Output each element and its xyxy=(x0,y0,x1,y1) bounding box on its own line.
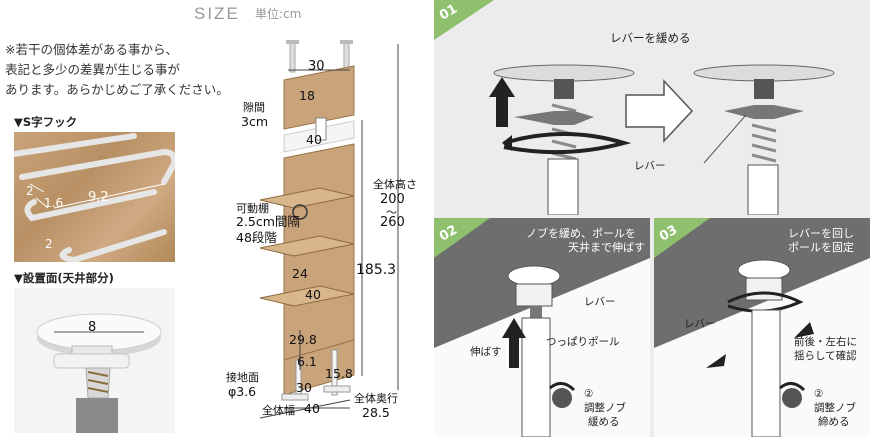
hook-dim-d: 2 xyxy=(45,237,53,251)
base-diameter: φ3.6 xyxy=(228,384,257,399)
movable-pitch: 2.5cm間隔 xyxy=(236,214,300,229)
mount-width: 8 xyxy=(88,320,97,335)
size-panel: SIZE 単位:cm ※若干の個体差がある事から、 表記と多少の差異が生じる事が… xyxy=(0,0,434,437)
hook-dim-a: 2 xyxy=(26,184,34,198)
movable-steps: 48段階 xyxy=(236,230,277,245)
step-03-lever-label: レバー xyxy=(684,318,716,330)
step-01-lever-label: レバー xyxy=(634,160,666,172)
gap-value: 3cm xyxy=(241,114,269,129)
step-03-knob-number: ② xyxy=(814,388,824,400)
step-02-lever-label: レバー xyxy=(584,296,616,308)
step-03-title-line1: レバーを回し xyxy=(788,227,854,240)
step-02-extend-label: 伸ばす xyxy=(470,346,502,358)
step-02-knob-line2: 緩める xyxy=(588,416,620,428)
dim-shelf-width-top: 40 xyxy=(306,132,322,147)
dim-top-width: 30 xyxy=(308,59,325,74)
step-03-illustration xyxy=(706,259,814,437)
dim-top-height: 18 xyxy=(299,88,315,103)
total-height-label: 全体高さ xyxy=(373,178,417,191)
hook-photo xyxy=(14,132,175,262)
step-01-panel: 01 レバーを緩める レバー xyxy=(434,0,870,215)
total-height-sep: 〜 xyxy=(386,206,397,219)
hook-dim-b: 1.6 xyxy=(44,196,64,210)
total-height-min: 200 xyxy=(380,192,405,207)
step-03-title-line2: ポールを固定 xyxy=(788,241,854,254)
hook-illustration xyxy=(14,133,175,262)
total-width-label: 全体幅 xyxy=(262,404,295,417)
step-02-title-line1: ノブを緩め、ポールを xyxy=(526,227,636,240)
step-01-badge-shape xyxy=(434,0,494,40)
dim-base-depth: 30 xyxy=(296,380,312,395)
dim-shelf-width-low: 40 xyxy=(305,287,321,302)
total-depth-label: 全体奥行 xyxy=(354,392,398,405)
step-02-knob-line1: 調整ノブ xyxy=(584,402,626,414)
total-height-max: 260 xyxy=(380,215,405,230)
rack-diagram xyxy=(259,40,399,419)
dim-shelf-depth: 24 xyxy=(292,266,308,281)
gap-label: 隙間 xyxy=(243,101,265,114)
hook-heading: ▼S字フック xyxy=(14,115,78,129)
step-01-title: レバーを緩める xyxy=(610,31,691,45)
step-03-knob-line1: 調整ノブ xyxy=(814,402,856,414)
mount-photo xyxy=(14,288,175,433)
note-line-1: ※若干の個体差がある事から、 xyxy=(5,42,178,57)
note-line-2: 表記と多少の差異が生じる事が xyxy=(5,62,181,77)
step-03-check-line2: 揺らして確認 xyxy=(794,350,857,362)
total-depth: 28.5 xyxy=(362,405,390,420)
step-03-check-line1: 前後・左右に xyxy=(794,336,857,348)
dim-foot-depth: 15.8 xyxy=(325,366,353,381)
total-width: 40 xyxy=(304,401,320,416)
mount-illustration xyxy=(36,313,162,433)
size-title: SIZE xyxy=(194,4,240,23)
size-unit: 単位:cm xyxy=(255,7,302,21)
dim-foot-gap: 6.1 xyxy=(297,354,317,369)
hook-dim-c: 9.2 xyxy=(88,190,109,205)
note-line-3: あります。あらかじめご了承ください。 xyxy=(5,82,229,97)
height-value: 185.3 xyxy=(356,262,397,278)
step-03-knob-line2: 締める xyxy=(818,416,850,428)
step-02-title-line2: 天井まで伸ばす xyxy=(568,241,645,254)
step-02-knob-number: ② xyxy=(584,388,594,400)
step-03-panel: 03 レバーを回し ポールを固定 レバー 前後・左右に 揺らして確認 ② 調整ノ… xyxy=(654,218,870,437)
dim-low-height: 29.8 xyxy=(289,332,317,347)
movable-label: 可動棚 xyxy=(236,202,269,215)
step-02-panel: 02 ノブを緩め、ポールを 天井まで伸ばす レバー つっぱりポール 伸ばす ② … xyxy=(434,218,650,437)
base-label: 接地面 xyxy=(226,371,259,384)
step-02-illustration xyxy=(502,265,576,437)
step-01-illustration xyxy=(489,64,835,215)
mount-heading: ▼設置面(天井部分) xyxy=(14,271,114,285)
instructions-panel: 01 レバーを緩める レバー xyxy=(434,0,870,437)
step-02-pole-label: つっぱりポール xyxy=(546,336,620,348)
